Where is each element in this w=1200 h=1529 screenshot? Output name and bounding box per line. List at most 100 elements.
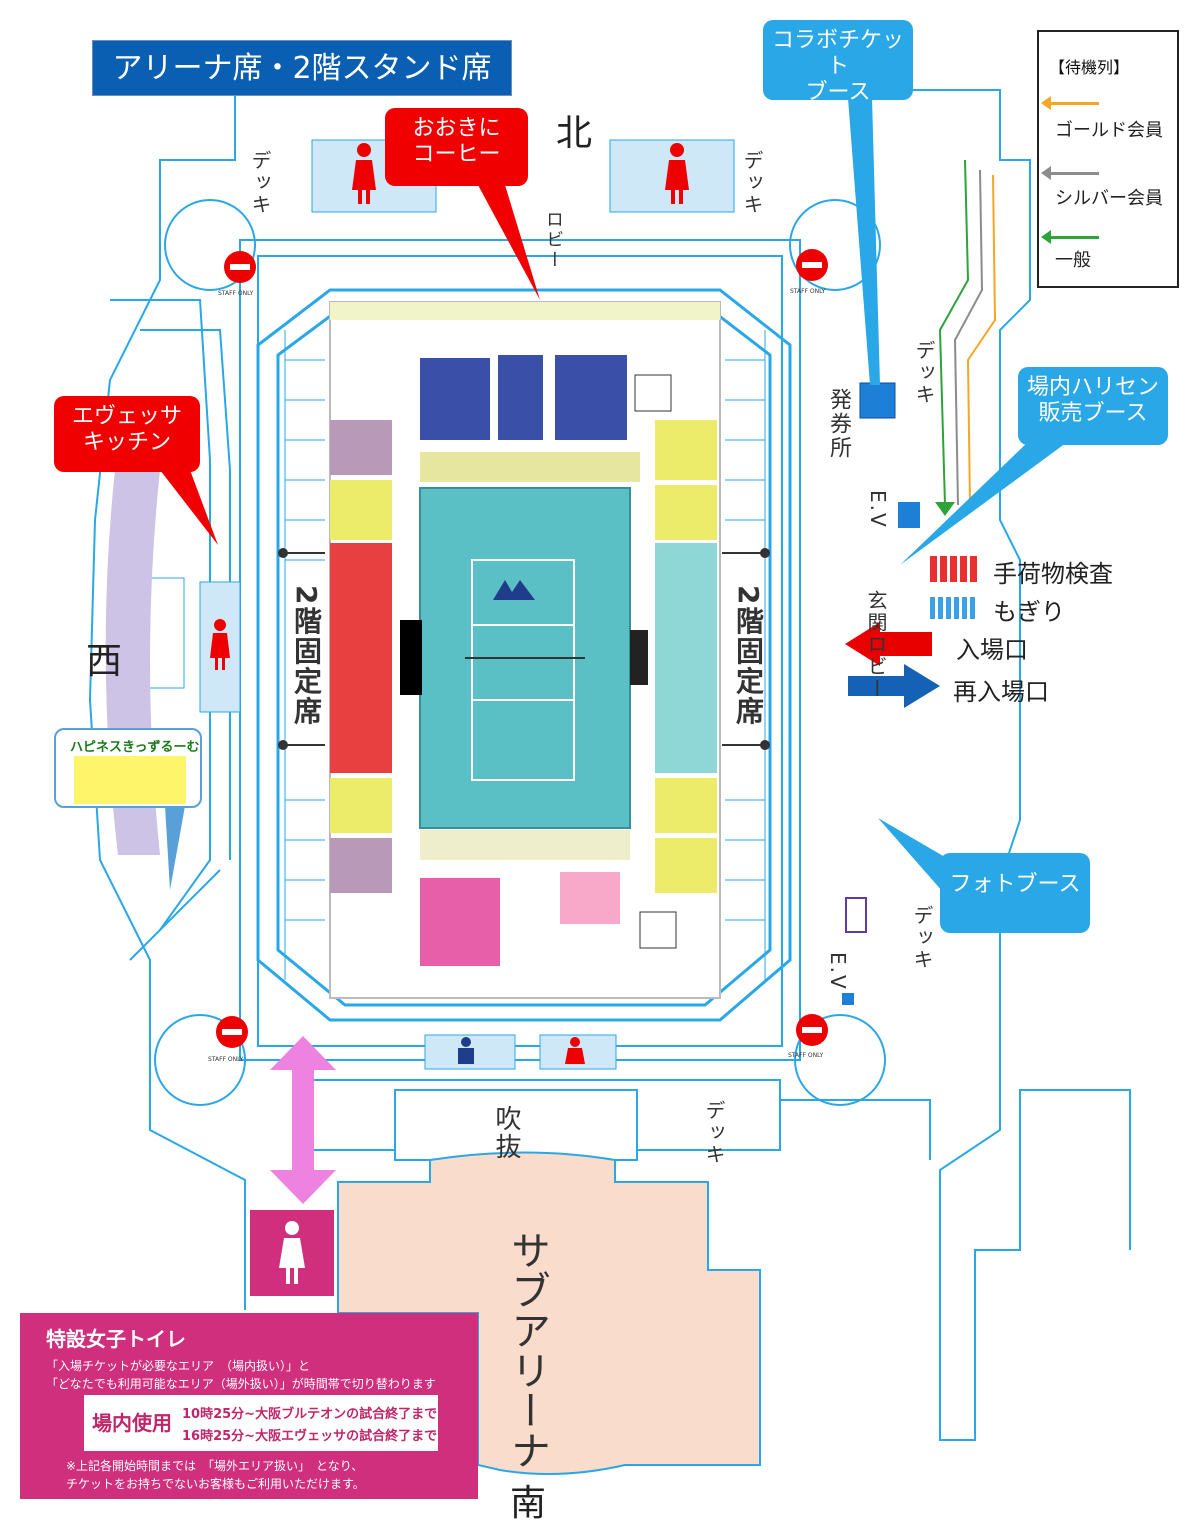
seats-east — [630, 420, 717, 893]
map-title: アリーナ席・2階スタンド席 — [92, 40, 512, 96]
staff-only-nw-label: STAFF ONLY — [218, 290, 254, 297]
seats-south — [420, 872, 620, 966]
ev-marker-lower — [842, 993, 854, 1005]
deck-nw-label: デッキ — [248, 150, 272, 216]
ev-marker-upper — [898, 502, 920, 528]
collab-line-1: コラボチケット — [771, 28, 904, 79]
harisen-line-2: 販売ブース — [1038, 401, 1148, 426]
kids-room-callout: ハピネスきっずるーむ — [54, 728, 202, 808]
coffee-line-1: おおきに — [412, 116, 501, 141]
fukinuke-area — [394, 1089, 638, 1161]
kids-room-mascot-icon — [74, 756, 186, 804]
stand-markers — [278, 548, 770, 750]
special-toilet-note-1: ※上記各開始時間までは 「場外エリア扱い」 となり、 — [66, 1459, 364, 1473]
corner-stairs — [154, 199, 886, 1106]
special-toilet-woman-icon — [279, 1221, 305, 1284]
coffee-pointer — [478, 185, 540, 300]
stand-hatching — [284, 330, 766, 980]
fukinuke-label: 吹抜 — [491, 1105, 521, 1161]
schedule-panel: 場内使用 10時25分~大阪ブルテオンの試合終了まで 16時25分~大阪エヴェッ… — [84, 1395, 438, 1451]
ticket-check-label: もぎり — [993, 598, 1065, 626]
queue-arrowhead — [935, 502, 955, 516]
coffee-line-2: コーヒー — [412, 142, 501, 167]
ticket-check-icon — [930, 597, 975, 619]
staff-only-se-label: STAFF ONLY — [788, 1052, 824, 1059]
harisen-line-1: 場内ハリセン — [1026, 375, 1159, 400]
entry-arrow-icon — [845, 622, 932, 666]
sub-arena-label: サブアリーナ — [504, 1230, 550, 1470]
toilet-west-woman-icon — [210, 619, 230, 670]
deck-e-label: デッキ — [912, 340, 936, 406]
baggage-check-label: 手荷物検査 — [993, 560, 1113, 588]
collab-ticket-booth-callout: コラボチケット ブース — [763, 20, 913, 105]
general-arrow-icon — [1041, 230, 1099, 244]
stand-east-label: 2階固定席 — [732, 585, 765, 727]
legend-general: 一般 — [1055, 250, 1091, 271]
harisen-pointer — [900, 440, 1070, 565]
main-entrance-label: 玄関ロビー — [864, 590, 888, 700]
evessa-kitchen-callout: エヴェッサ キッチン — [54, 396, 200, 472]
sub-arena-area — [337, 1151, 761, 1475]
lobby-label: ロビー — [543, 210, 564, 270]
legend-silver: シルバー会員 — [1055, 188, 1163, 209]
legend-gold: ゴールド会員 — [1055, 120, 1163, 141]
collab-pointer — [848, 98, 880, 385]
deck-s-label: デッキ — [702, 1100, 726, 1166]
direction-north: 北 — [556, 113, 593, 154]
toilet-woman-south-icon — [565, 1037, 585, 1064]
collab-line-2: ブース — [805, 80, 871, 105]
kids-room-label: ハピネスきっずるーむ — [70, 740, 200, 755]
seats-north-strip — [420, 452, 640, 482]
toilet-woman-icon — [352, 143, 689, 204]
purple-marker — [845, 897, 867, 933]
seats-north-blue — [420, 355, 627, 440]
photo-booth-callout: フォトブース — [940, 853, 1090, 933]
special-toilet-note-2: チケットをお持ちでないお客様もご利用いただけます。 — [66, 1477, 365, 1491]
use-label: 場内使用 — [92, 1411, 172, 1435]
ookini-coffee-callout: おおきに コーヒー — [385, 108, 528, 186]
baggage-check-icon — [930, 556, 977, 582]
court-logo — [493, 580, 535, 600]
direction-west: 西 — [86, 641, 123, 682]
staff-only-ne-label: STAFF ONLY — [790, 288, 826, 295]
entry-label: 入場口 — [956, 636, 1028, 664]
kitchen-pointer — [160, 470, 218, 545]
empty-box-north — [634, 374, 672, 412]
stand-west-label: 2階固定席 — [290, 585, 323, 727]
silver-arrow-icon — [1041, 166, 1099, 180]
ticket-office-label: 発券所 — [826, 388, 851, 460]
arena-bowl — [256, 288, 792, 1022]
kids-pointer — [165, 806, 185, 890]
ticket-office-marker — [859, 382, 896, 419]
queue-lines — [938, 159, 997, 506]
toilet-man-icon — [458, 1037, 474, 1064]
special-toilet-line-2: 「どなたでも利用可能なエリア（場外扱い）」が時間帯で切り替わります — [46, 1377, 436, 1391]
deck-ne-label: デッキ — [740, 150, 764, 216]
ev-lower-label: E.V — [826, 952, 850, 991]
special-toilet-info: 特設女子トイレ 「入場チケットが必要なエリア （場内扱い）」と 「どなたでも利用… — [20, 1313, 478, 1499]
gold-arrow-icon — [1041, 96, 1099, 110]
harisen-booth-callout: 場内ハリセン 販売ブース — [1018, 367, 1168, 445]
special-toilet-line-1: 「入場チケットが必要なエリア （場内扱い）」と — [46, 1359, 311, 1373]
reentry-label: 再入場口 — [953, 678, 1049, 706]
ev-upper-label: E.V — [866, 490, 890, 529]
photo-pointer — [878, 818, 950, 900]
queue-legend: 【待機列】 ゴールド会員 シルバー会員 一般 — [1037, 30, 1179, 288]
legend-heading: 【待機列】 — [1049, 58, 1130, 77]
direction-south: 南 — [510, 1483, 547, 1524]
reentry-arrow-icon — [848, 664, 940, 708]
no-entry-icons — [216, 249, 828, 1048]
kitchen-line-2: キッチン — [82, 430, 171, 455]
kitchen-line-1: エヴェッサ — [71, 404, 182, 429]
pink-double-arrow — [270, 1036, 336, 1204]
court-lines — [471, 559, 575, 781]
seats-south-strip — [420, 830, 630, 860]
schedule-1: 10時25分~大阪ブルテオンの試合終了まで — [182, 1407, 438, 1422]
floor-edge-top — [330, 302, 720, 320]
seats-west — [330, 420, 422, 893]
special-toilet-title: 特設女子トイレ — [46, 1327, 186, 1351]
schedule-2: 16時25分~大阪エヴェッサの試合終了まで — [182, 1429, 438, 1444]
empty-box-south — [639, 911, 677, 949]
deck-se-label: デッキ — [910, 905, 934, 971]
